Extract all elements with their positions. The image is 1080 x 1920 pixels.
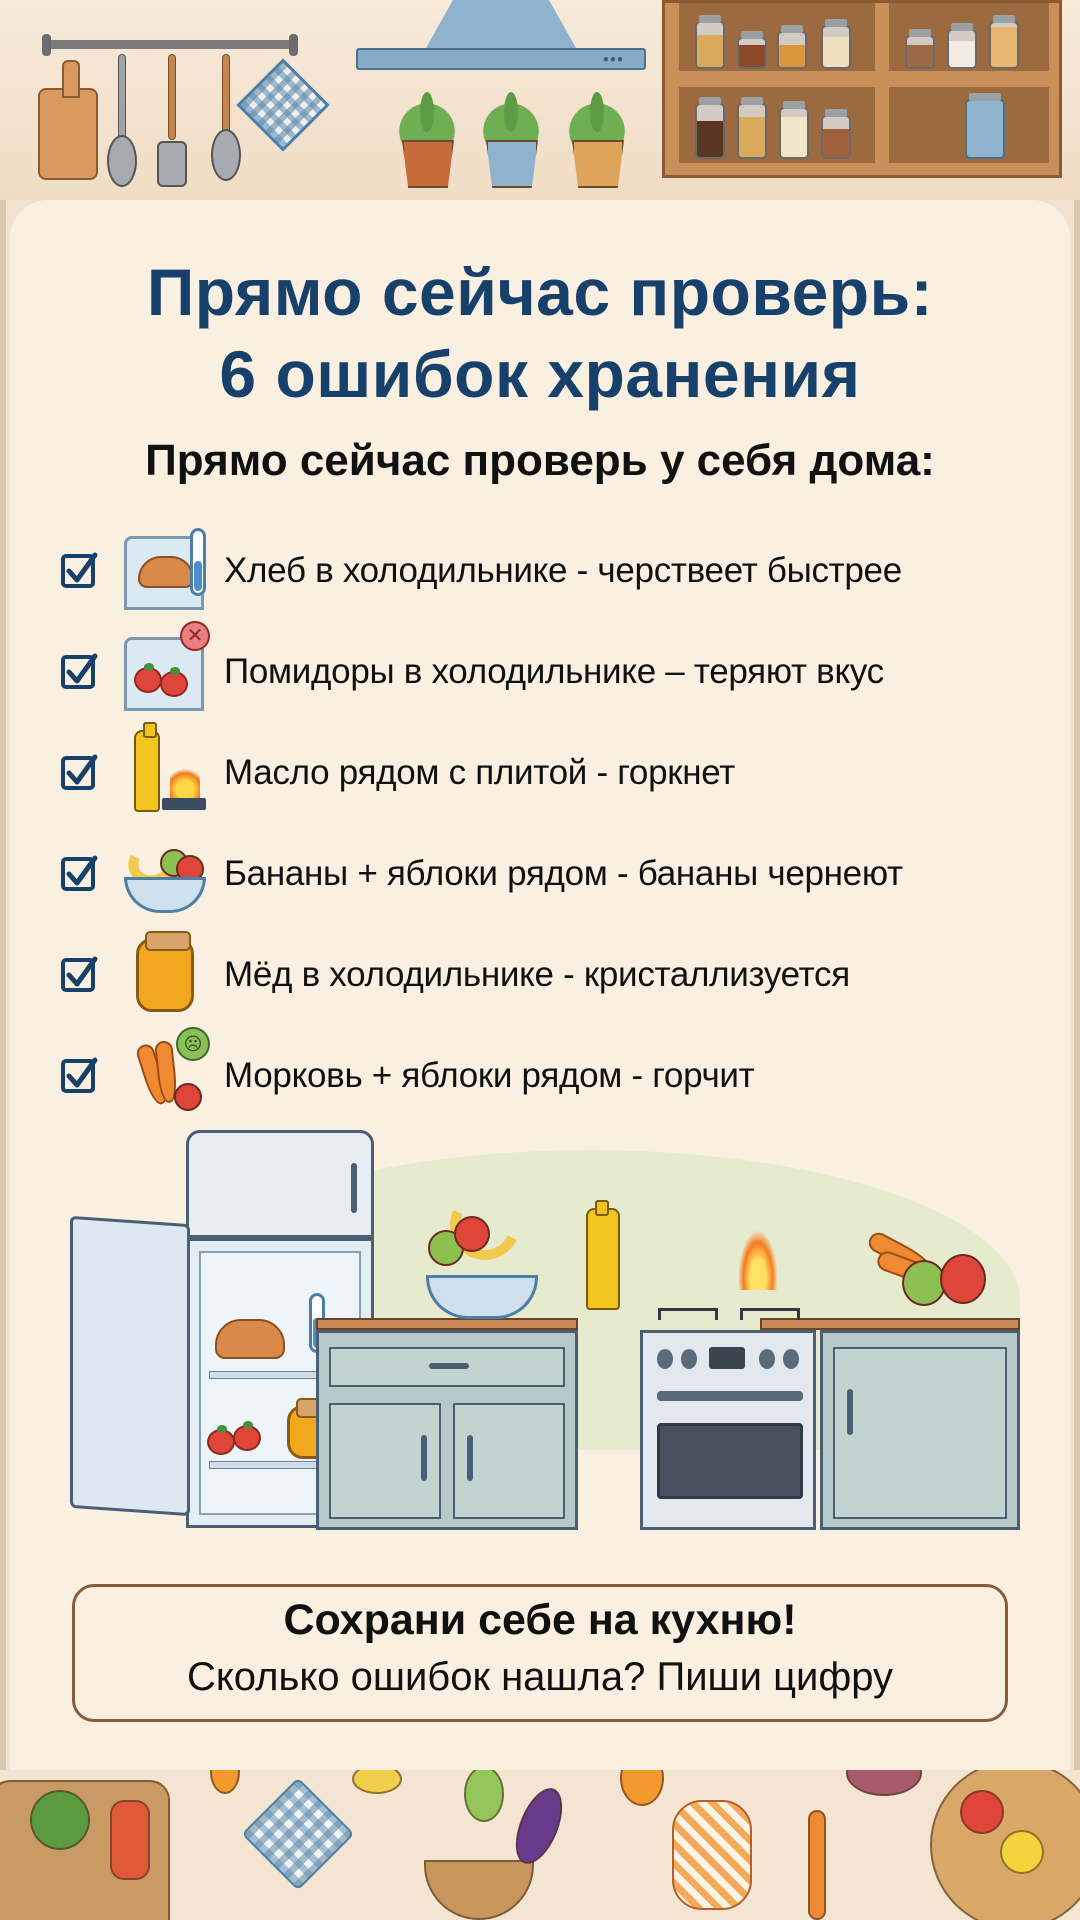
checklist-item-text: Бананы + яблоки рядом - бананы чернеют — [224, 853, 903, 893]
potholder-icon — [236, 58, 330, 152]
carrots-apple-icon: ☹ — [120, 1026, 210, 1121]
range-hood-icon: ●●● — [356, 0, 646, 72]
orange-icon — [210, 1770, 240, 1794]
checklist-item-text: Масло рядом с плитой - горкнет — [224, 752, 736, 792]
spoon-icon — [107, 54, 137, 187]
green-apple-icon — [464, 1770, 504, 1822]
utensil-rail-icon — [42, 34, 298, 56]
plant-pot-icon — [572, 140, 624, 188]
kitchen-cabinet — [316, 1330, 578, 1530]
checkbox-checked-icon[interactable] — [60, 753, 100, 793]
burner-grate-icon — [658, 1308, 718, 1320]
bread-in-fridge-icon — [120, 526, 210, 616]
apple-icon — [940, 1254, 986, 1304]
tomatoes-in-fridge-icon: ✕ — [120, 620, 210, 717]
checklist-heading: Прямо сейчас проверь у себя дома: — [145, 436, 935, 485]
checkbox-checked-icon[interactable] — [60, 551, 100, 591]
fruit-bowl-icon — [426, 1275, 538, 1319]
cta-title: Сохрани себе на кухню! — [283, 1596, 797, 1644]
plant-pot-icon — [486, 140, 538, 188]
checklist-item[interactable]: ☹ Морковь + яблоки рядом - горчит — [60, 1025, 1040, 1126]
fridge-door-icon — [70, 1215, 190, 1517]
pepper-icon — [110, 1800, 150, 1880]
burner-grate-icon — [740, 1308, 800, 1320]
stove-flame-icon — [738, 1230, 778, 1290]
checkbox-checked-icon[interactable] — [60, 854, 100, 894]
checklist-item[interactable]: Бананы + яблоки рядом - бананы чернеют — [60, 823, 1040, 924]
bananas-apples-bowl-icon — [120, 829, 210, 919]
oven-mitt-icon — [672, 1800, 752, 1910]
herb-plant-icon — [566, 92, 628, 148]
kitchen-scene-illustration — [60, 1120, 1020, 1540]
x-mark-icon: ✕ — [180, 620, 210, 651]
checklist-item[interactable]: Хлеб в холодильнике - черствеет быстрее — [60, 520, 1040, 621]
oil-bottle-icon — [586, 1200, 620, 1310]
open-fridge-icon — [186, 1238, 374, 1528]
page-title-line-2: 6 ошибок хранения — [219, 337, 861, 411]
checkbox-checked-icon[interactable] — [60, 955, 100, 995]
apple-icon — [902, 1260, 946, 1306]
checklist-item-text: Морковь + яблоки рядом - горчит — [224, 1055, 755, 1095]
checkbox-checked-icon[interactable] — [60, 1056, 100, 1096]
ladle-icon — [211, 54, 241, 181]
checklist-item-text: Хлеб в холодильнике - черствеет быстрее — [224, 550, 902, 590]
checklist-item[interactable]: Мёд в холодильнике - кристаллизуется — [60, 924, 1040, 1025]
oil-near-stove-icon — [120, 721, 210, 818]
countertop — [760, 1318, 1020, 1330]
page-title-line-1: Прямо сейчас проверь: — [146, 255, 934, 329]
fridge-freezer-icon — [186, 1130, 374, 1238]
potato-icon — [846, 1770, 922, 1796]
herb-plant-icon — [396, 92, 458, 148]
cutting-board-icon — [38, 60, 98, 180]
banana-icon — [352, 1770, 402, 1794]
spatula-icon — [157, 54, 187, 187]
checklist-item[interactable]: ✕ Помидоры в холодильнике – теряют вкус — [60, 620, 1040, 722]
honey-jar-icon — [120, 930, 210, 1020]
cta-subtitle: Сколько ошибок нашла? Пиши цифру — [186, 1655, 894, 1699]
herb-plant-icon — [480, 92, 542, 148]
checklist-item-text: Помидоры в холодильнике – теряют вкус — [224, 651, 884, 691]
eggplant-icon — [506, 1781, 572, 1871]
checklist-item-text: Мёд в холодильнике - кристаллизуется — [224, 954, 850, 994]
stove-oven-icon — [640, 1330, 816, 1530]
greens-icon — [30, 1790, 90, 1850]
carrot-icon — [808, 1810, 826, 1920]
potholder-icon — [241, 1777, 355, 1891]
bowl-icon — [424, 1860, 534, 1920]
plant-pot-icon — [402, 140, 454, 188]
cta-banner — [72, 1584, 1008, 1722]
top-kitchen-illustration: ●●● — [0, 0, 1080, 200]
countertop — [316, 1318, 578, 1330]
checkbox-checked-icon[interactable] — [60, 652, 100, 692]
storage-mistakes-checklist: Хлеб в холодильнике - черствеет быстрее … — [60, 520, 1040, 1126]
kitchen-cabinet — [820, 1330, 1020, 1530]
orange-icon — [620, 1770, 664, 1806]
pantry-shelf-icon — [662, 0, 1062, 178]
checklist-item[interactable]: Масло рядом с плитой - горкнет — [60, 721, 1040, 823]
bottom-food-illustration — [0, 1770, 1080, 1920]
disgusted-face-icon: ☹ — [176, 1026, 210, 1061]
